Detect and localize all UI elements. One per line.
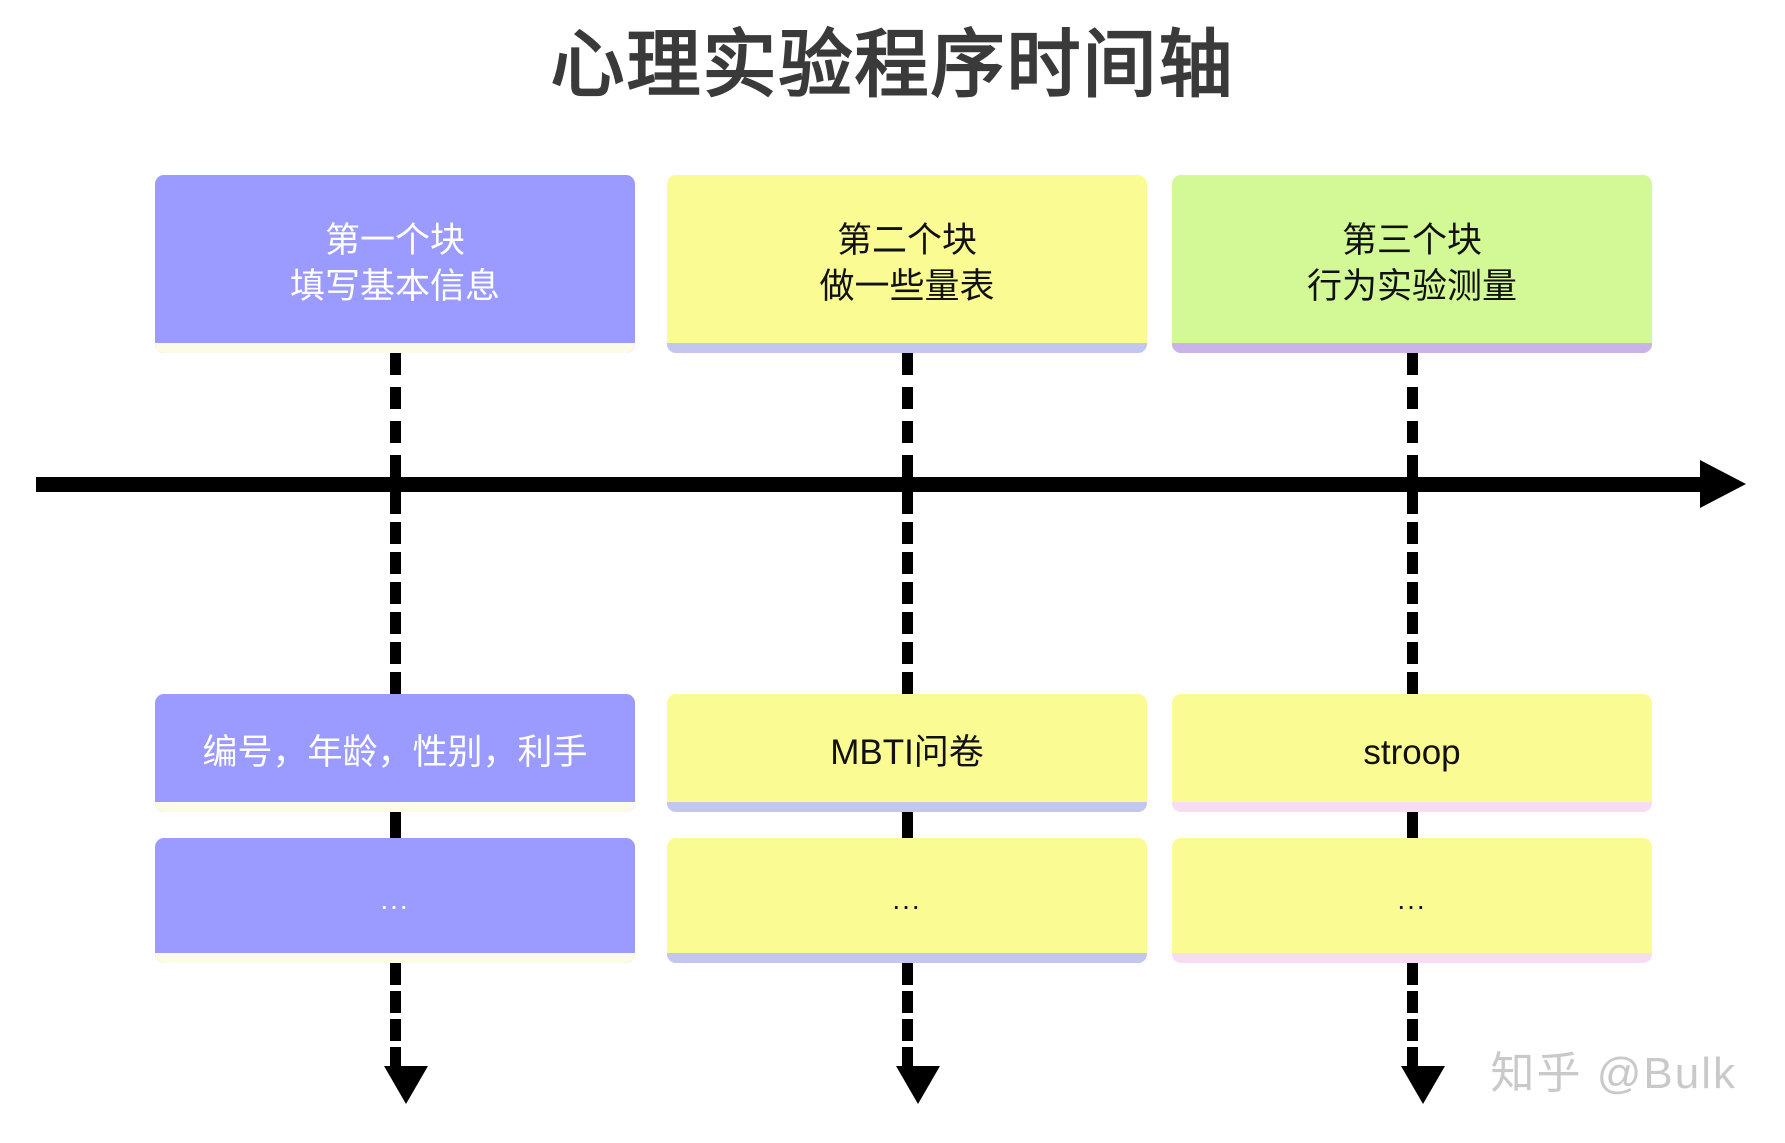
block-2-header-card: 第二个块 做一些量表 [667,175,1147,353]
block-2-ellipsis-label: ... [892,884,922,916]
block-1-detail-card: 编号，年龄，性别，利手 [155,694,635,812]
block-1-down-arrow-icon [384,1066,428,1104]
block-1-connector-lower [390,812,401,838]
block-3-detail-label: stroop [1363,732,1461,772]
block-3-connector-middle [1407,492,1418,694]
block-3-detail-card: stroop [1172,694,1652,812]
block-3-connector-tail [1407,963,1418,1069]
block-2-connector-upper [902,353,913,477]
block-2-connector-tail [902,963,913,1069]
timeline-axis-line [36,477,1708,492]
block-3-header-label: 第三个块 行为实验测量 [1306,220,1517,306]
timeline-axis-arrow-icon [1700,460,1746,508]
block-2-connector-middle [902,492,913,694]
block-1-header-card: 第一个块 填写基本信息 [155,175,635,353]
block-3-down-arrow-icon [1401,1066,1445,1104]
block-1-connector-middle [390,492,401,694]
block-3-ellipsis-card: ... [1172,838,1652,963]
block-2-detail-label: MBTI问卷 [830,732,984,772]
block-2-down-arrow-icon [896,1066,940,1104]
block-1-connector-tail [390,963,401,1069]
block-3-ellipsis-label: ... [1397,884,1427,916]
block-3-connector-upper [1407,353,1418,477]
block-1-header-label: 第一个块 填写基本信息 [289,220,500,306]
block-3-connector-lower [1407,812,1418,838]
block-3-header-card: 第三个块 行为实验测量 [1172,175,1652,353]
block-2-header-label: 第二个块 做一些量表 [819,220,995,306]
block-2-detail-card: MBTI问卷 [667,694,1147,812]
block-2-connector-lower [902,812,913,838]
block-1-detail-label: 编号，年龄，性别，利手 [202,732,588,772]
page-title: 心理实验程序时间轴 [550,23,1235,106]
block-1-connector-upper [390,353,401,477]
block-1-ellipsis-label: ... [380,884,410,916]
block-1-ellipsis-card: ... [155,838,635,963]
block-2-ellipsis-card: ... [667,838,1147,963]
watermark-label: 知乎 @Bulk [1490,1049,1737,1098]
